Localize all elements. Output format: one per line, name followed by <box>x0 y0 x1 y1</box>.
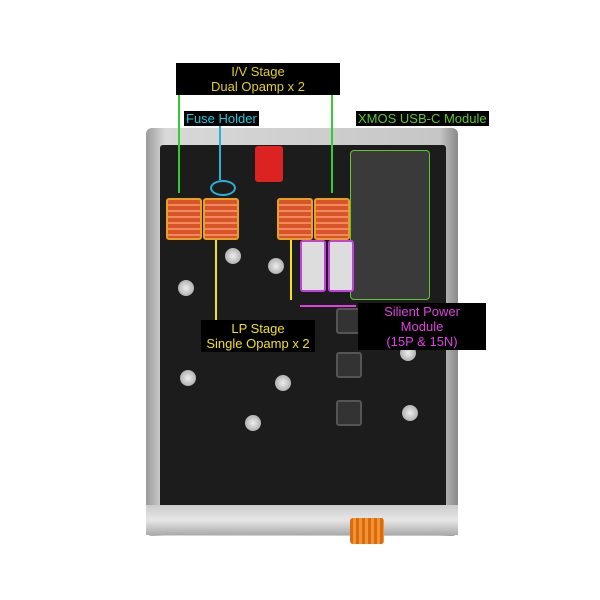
xmos-module <box>350 150 430 300</box>
iv-stage-subtitle: Dual Opamp x 2 <box>211 79 305 94</box>
fuse-holder-label: Fuse Holder <box>184 111 259 126</box>
power-callout-arrow <box>300 305 356 307</box>
power-module-title: Silient Power Module <box>384 304 460 334</box>
capacitor <box>225 248 241 264</box>
iv-opamp-2 <box>314 198 350 240</box>
xmos-module-label: XMOS USB-C Module <box>356 111 489 126</box>
power-connector <box>255 146 283 182</box>
inductor <box>336 400 362 426</box>
fuse-holder-marker <box>210 180 236 196</box>
volume-knob <box>350 518 384 544</box>
capacitor <box>268 258 284 274</box>
capacitor <box>180 370 196 386</box>
lp-stage-title: LP Stage <box>231 321 285 336</box>
inductor <box>336 352 362 378</box>
iv-callout-line-left <box>178 93 180 193</box>
front-panel <box>146 505 458 535</box>
iv-stage-label: I/V Stage Dual Opamp x 2 <box>176 63 340 95</box>
power-module-label: Silient Power Module (15P & 15N) <box>358 303 486 350</box>
lp-stage-subtitle: Single Opamp x 2 <box>206 336 310 351</box>
power-module-15n <box>328 240 354 292</box>
power-module-subtitle: (15P & 15N) <box>386 334 458 349</box>
lp-callout-line-left <box>215 240 217 320</box>
iv-opamp-1 <box>166 198 202 240</box>
lp-stage-label: LP Stage Single Opamp x 2 <box>201 320 315 352</box>
capacitor <box>275 375 291 391</box>
capacitor <box>402 405 418 421</box>
iv-stage-title: I/V Stage <box>231 64 285 79</box>
iv-callout-line-right <box>331 93 333 193</box>
lp-opamp-1 <box>203 198 239 240</box>
power-module-15p <box>300 240 326 292</box>
lp-opamp-2 <box>277 198 313 240</box>
lp-callout-line-right <box>290 240 292 300</box>
fuse-callout-line <box>219 126 221 180</box>
capacitor <box>178 280 194 296</box>
capacitor <box>245 415 261 431</box>
